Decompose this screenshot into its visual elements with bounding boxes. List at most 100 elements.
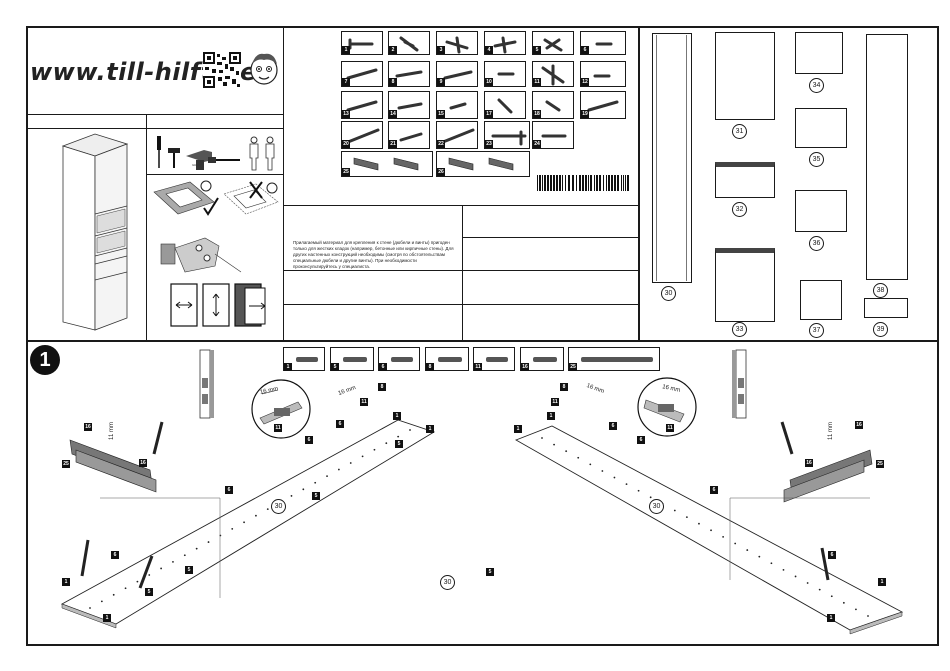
divider — [26, 114, 284, 115]
shelf-hole — [842, 601, 845, 604]
step-section-frame — [26, 340, 939, 646]
label-n1-right-b: 1 — [514, 425, 522, 433]
shelf-hole — [649, 496, 652, 499]
dimension-11mm-left: 11 mm — [108, 422, 115, 440]
step-number: 1 — [30, 345, 60, 375]
shelf-hole — [219, 534, 222, 537]
shelf-hole — [207, 541, 210, 543]
barcode-bar — [596, 175, 598, 191]
shelf-hole — [337, 468, 340, 471]
label-n1-right-c: 1 — [878, 578, 886, 586]
step-part-25: 25 — [568, 347, 660, 371]
label-n16-right: 16 — [855, 421, 863, 429]
shelf-hole — [255, 514, 257, 517]
part-drawing-icon — [448, 157, 514, 171]
step-part-11: 11 — [473, 347, 515, 371]
label-n16-left: 16 — [84, 423, 92, 431]
part-number: 7 — [342, 78, 350, 86]
label-n11-zoom-right: 11 — [666, 424, 674, 432]
part-drawing-icon — [497, 98, 513, 114]
part-number: 6 — [379, 363, 387, 371]
screwdriver — [80, 539, 90, 577]
shelf-hole — [601, 470, 604, 472]
part-drawing-icon — [491, 130, 527, 146]
cabinet-orientation-left-icon — [199, 349, 214, 419]
part-number: 19 — [581, 110, 589, 118]
label-n6-right-d: 6 — [828, 551, 836, 559]
step-part-5: 5 — [330, 347, 374, 371]
part-number: 11 — [533, 78, 541, 86]
dimension-11mm-right: 11 mm — [827, 422, 834, 440]
part-number: 5 — [533, 46, 541, 54]
part-number: 5 — [331, 363, 339, 371]
label-n16-left-b: 16 — [139, 459, 147, 467]
shelf-hole — [625, 483, 628, 486]
side-panel-left — [60, 419, 436, 625]
divider — [283, 304, 639, 305]
label-n25-left: 25 — [62, 460, 70, 468]
barcode-bar — [576, 175, 577, 191]
divider — [146, 174, 284, 175]
shelf-hole — [806, 582, 809, 584]
step1-assembly-drawing — [60, 419, 904, 635]
hardware-part-21: 21 — [388, 121, 430, 149]
label-n25-right: 25 — [876, 460, 884, 468]
shelf-hole — [770, 562, 773, 565]
part-number: 25 — [342, 168, 350, 176]
part-drawing-icon — [296, 357, 318, 362]
label-n5-left-d: 5 — [145, 588, 153, 596]
shelf-hole — [734, 542, 737, 545]
shelf-hole — [136, 580, 139, 583]
panel-32 — [715, 162, 775, 198]
part-drawing-icon — [343, 357, 367, 362]
part-number: 8 — [426, 363, 434, 371]
cabinet-orientation-right-icon — [732, 349, 747, 419]
side-panel-right — [514, 425, 904, 631]
part-drawing-icon — [545, 100, 561, 112]
shelf-hole — [722, 535, 725, 538]
part-number: 22 — [437, 140, 445, 148]
divider — [638, 26, 640, 342]
shelf-hole — [855, 608, 857, 611]
hardware-part-11: 11 — [532, 61, 574, 87]
part-drawing-icon — [445, 36, 469, 54]
shelf-hole — [195, 547, 198, 550]
shelf-hole — [818, 588, 821, 591]
label-n5-left-b: 5 — [312, 492, 320, 500]
panel-edge — [849, 611, 903, 635]
barcode-bar — [579, 175, 581, 191]
shelf-hole — [290, 495, 293, 497]
hardware-part-10: 10 — [484, 61, 526, 87]
step-part-6: 6 — [378, 347, 420, 371]
label-n6-left-d: 6 — [111, 551, 119, 559]
barcode-bar — [606, 175, 607, 191]
part-number: 4 — [485, 46, 493, 54]
label-n6-left-b: 6 — [305, 436, 313, 444]
barcode-bar — [590, 175, 592, 191]
barcode-bar — [603, 175, 604, 191]
part-number: 23 — [485, 140, 493, 148]
barcode-bar — [553, 175, 555, 191]
part-drawing-icon — [346, 68, 378, 80]
screwdriver — [780, 421, 794, 455]
panel-33 — [715, 248, 775, 322]
shelf-hole — [673, 509, 676, 512]
label-n5-left-c: 5 — [185, 566, 193, 574]
rail-left — [75, 449, 157, 493]
label-n6-right-b: 6 — [637, 436, 645, 444]
part-number: 21 — [389, 140, 397, 148]
barcode-bar — [556, 175, 558, 191]
divider — [283, 270, 639, 271]
shelf-hole — [385, 442, 388, 445]
panel-edge — [61, 603, 117, 629]
part-number: 1 — [342, 46, 350, 54]
hardware-part-23: 23 — [484, 121, 530, 149]
hardware-part-26: 26 — [436, 151, 530, 177]
shelf-hole — [148, 574, 151, 576]
shelf-hole — [373, 448, 376, 451]
hardware-part-3: 3 — [436, 31, 478, 55]
barcode-bar — [547, 175, 549, 191]
barcode-bar — [623, 175, 624, 191]
shelf-hole — [782, 568, 785, 571]
hardware-part-4: 4 — [484, 31, 526, 55]
